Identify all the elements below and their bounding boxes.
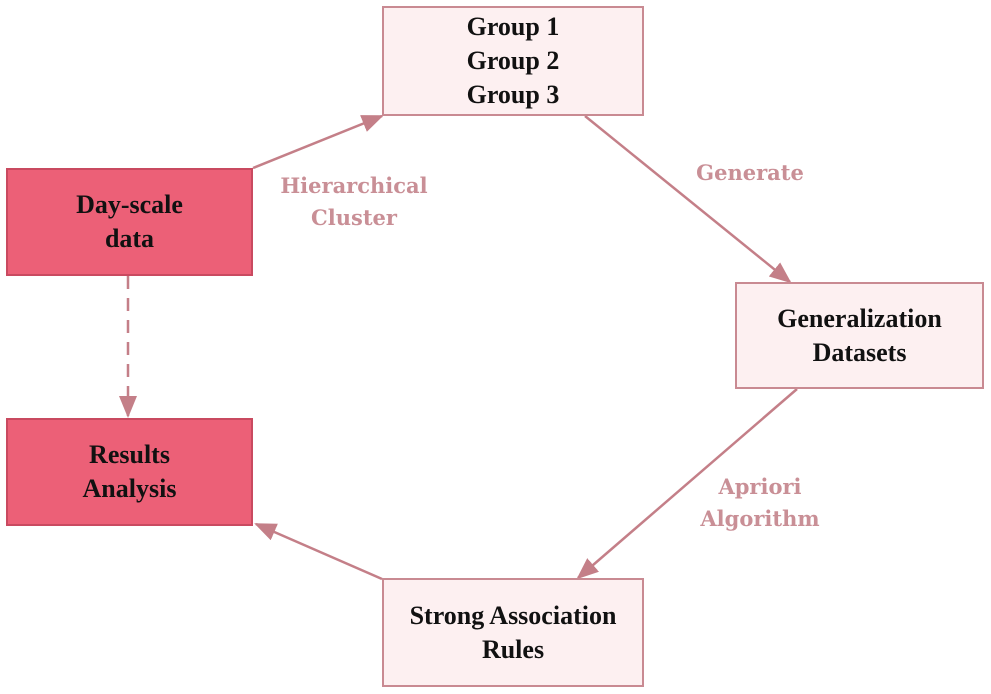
edge-label-apriori-line-1: Apriori <box>718 474 802 499</box>
arrow-day-scale-to-groups <box>252 114 384 170</box>
edge-label-hierarchical-line-1: Hierarchical <box>280 173 428 198</box>
node-generalization-line-1: Generalization <box>777 303 942 333</box>
node-strong-association-rules: Strong Association Rules <box>382 578 644 687</box>
node-groups-line-3: Group 3 <box>466 80 560 109</box>
node-generalization-datasets: Generalization Datasets <box>735 282 984 389</box>
edge-label-apriori-line-2: Algorithm <box>700 506 820 531</box>
edge-label-generate: Generate <box>680 157 820 189</box>
node-rules-line-1: Strong Association <box>409 600 617 630</box>
node-groups-line-1: Group 1 <box>466 12 560 41</box>
edge-label-generate-line-1: Generate <box>696 160 804 185</box>
arrow-rules-to-results <box>254 522 383 581</box>
arrow-generalization-to-rules <box>576 388 798 580</box>
arrow-groups-to-generalization <box>584 115 792 284</box>
node-results-line-1: Results <box>89 440 170 469</box>
node-day-scale-data: Day-scale data <box>6 168 253 276</box>
node-generalization-line-2: Datasets <box>812 337 907 367</box>
node-results-analysis: Results Analysis <box>6 418 253 526</box>
node-results-line-2: Analysis <box>82 474 177 503</box>
edge-label-hierarchical-cluster: Hierarchical Cluster <box>274 170 434 234</box>
node-day-scale-line-1: Day-scale <box>76 190 183 219</box>
node-groups: Group 1 Group 2 Group 3 <box>382 6 644 116</box>
edge-label-hierarchical-line-2: Cluster <box>311 205 397 230</box>
node-rules-line-2: Rules <box>481 634 545 664</box>
node-groups-line-2: Group 2 <box>466 46 560 75</box>
node-day-scale-line-2: data <box>104 224 155 253</box>
edge-label-apriori-algorithm: Apriori Algorithm <box>690 471 830 535</box>
